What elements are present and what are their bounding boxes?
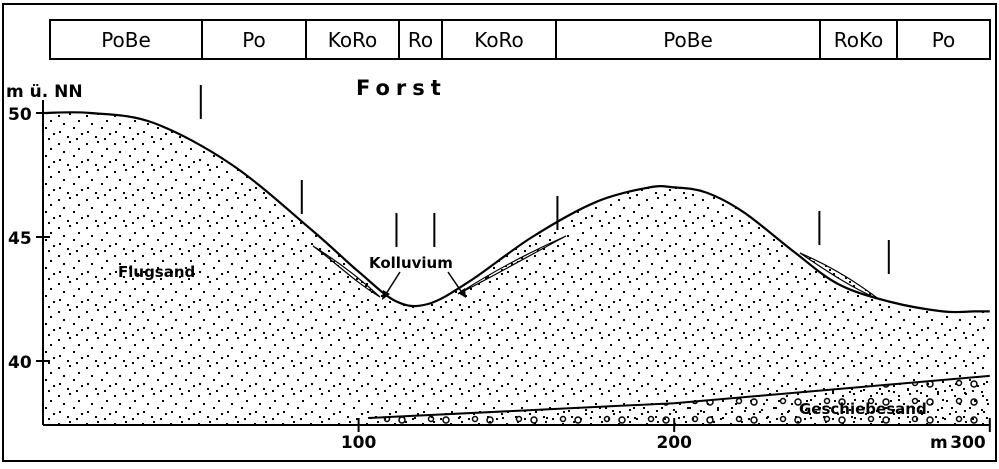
y-axis-ticks: 50 45 40 (8, 105, 50, 373)
x-tick-label: 300 (950, 433, 986, 453)
soil-unit-cell-3: KoRo (328, 28, 378, 52)
soil-unit-header: PoBe Po KoRo Ro KoRo PoBe RoKo Po (49, 19, 991, 60)
title-forst: Forst (356, 76, 447, 100)
outer-frame (2, 3, 997, 462)
flugsand-body (43, 112, 990, 424)
geschiebesand-boundary-line (368, 374, 990, 419)
flugsand-label: Flugsand (118, 263, 195, 281)
soil-unit-header-frame (49, 19, 991, 60)
kolluvium-arrow-right (447, 271, 464, 295)
kolluvium-arrowhead-left (382, 290, 390, 300)
kolluvium-label: Kolluvium (369, 254, 453, 272)
y-tick-label: 40 (8, 353, 32, 373)
y-tick-label: 50 (8, 105, 32, 125)
x-tick-label: 100 (341, 433, 377, 453)
x-unit-label: m (930, 433, 948, 453)
geschiebesand-body (368, 375, 990, 424)
x-tick-label: 200 (656, 433, 692, 453)
soil-unit-cell-7: RoKo (834, 28, 884, 52)
soil-unit-cell-6: PoBe (663, 28, 713, 52)
soil-unit-cell-2: Po (242, 28, 266, 52)
boundary-markers (199, 85, 890, 274)
geschiebesand-label: Geschiebesand (799, 400, 927, 418)
y-tick-label: 45 (8, 229, 32, 249)
soil-unit-cell-5: KoRo (474, 28, 524, 52)
kolluvium-patches (312, 235, 881, 301)
kolluvium-patch (312, 245, 381, 298)
unit-label: m ü. NN (6, 82, 83, 102)
soil-unit-cell-8: Po (932, 28, 956, 52)
terrain-surface-line (42, 111, 990, 314)
soil-unit-cell-4: Ro (408, 28, 433, 52)
kolluvium-arrowhead-right (458, 288, 466, 298)
kolluvium-patch (457, 235, 567, 295)
x-axis-ticks: 100 200 300 (341, 418, 991, 453)
soil-unit-cell-1: PoBe (101, 28, 151, 52)
